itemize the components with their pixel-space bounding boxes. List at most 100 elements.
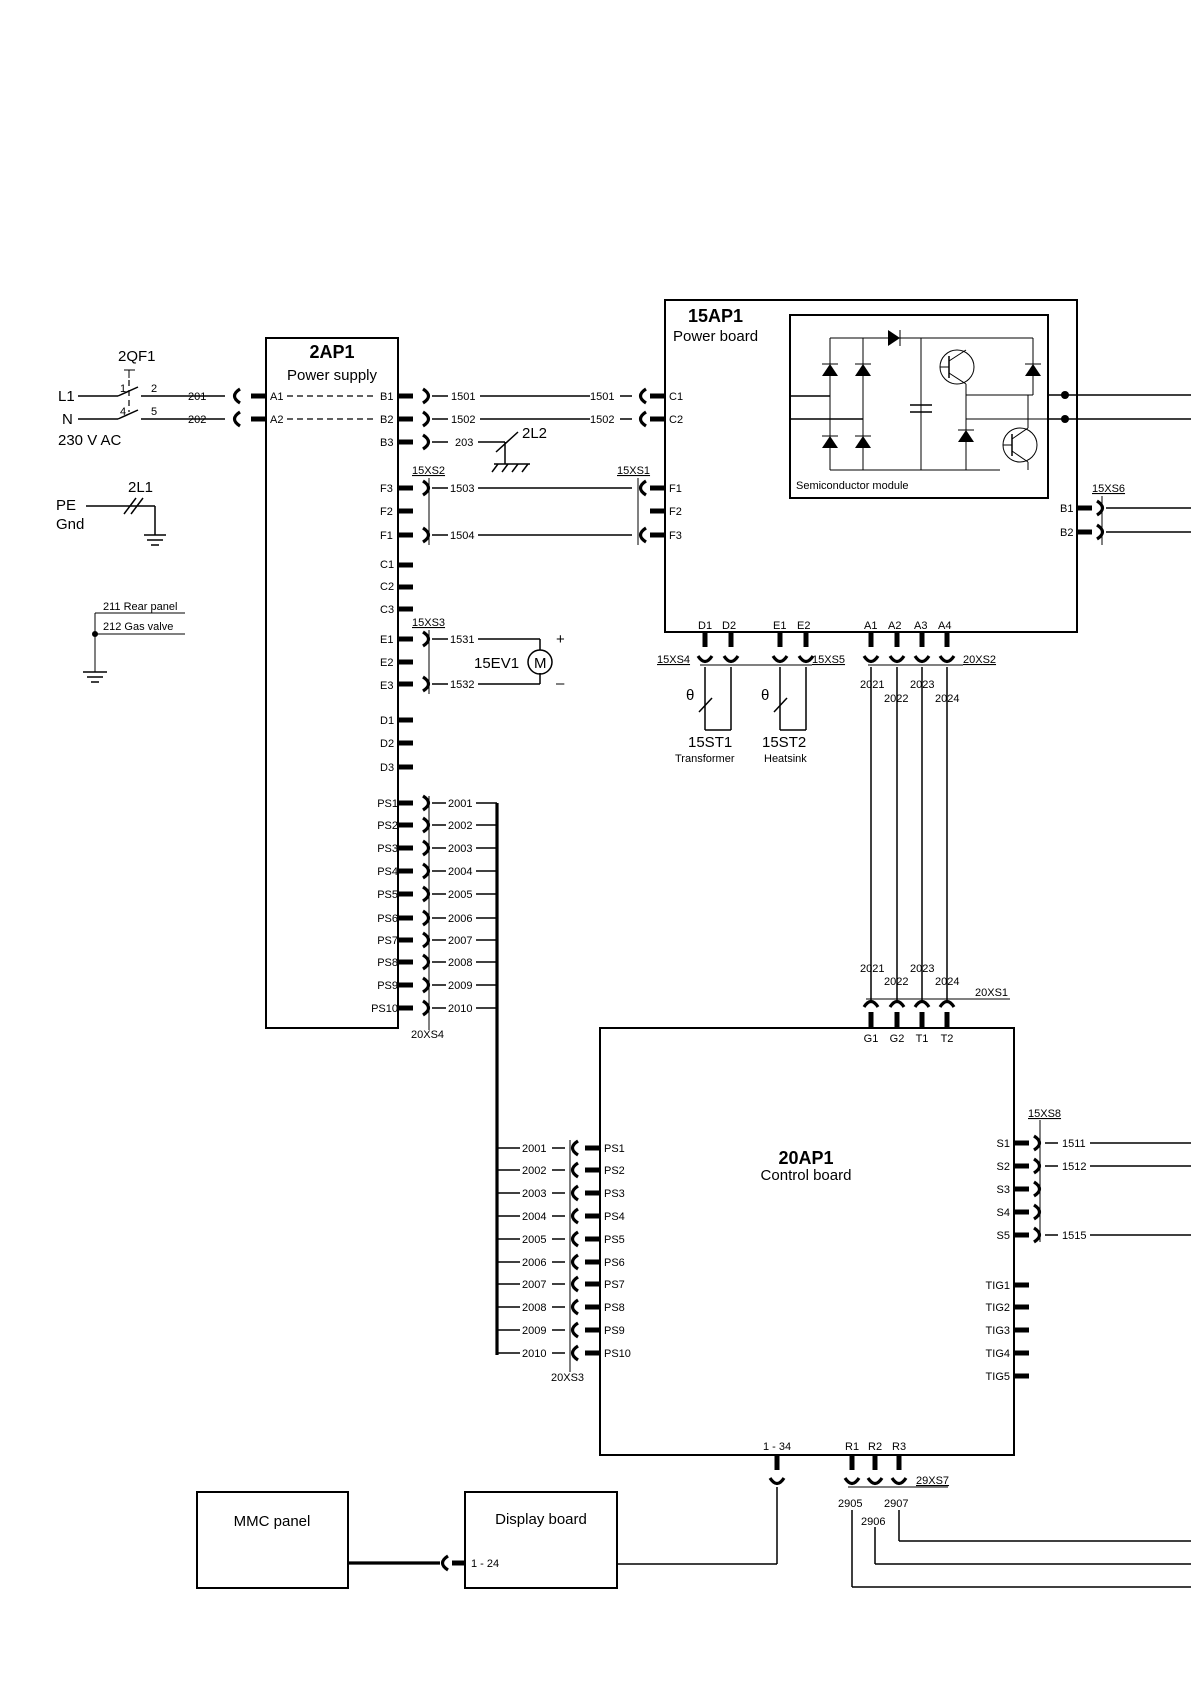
ps-pin-label: PS10: [371, 1003, 398, 1015]
pin-c1: C1: [669, 391, 683, 403]
semiconductor-module: [789, 314, 1049, 499]
control-plug: [570, 1344, 579, 1362]
pin-d1: D1: [698, 620, 712, 632]
ps-pin-label: PS9: [377, 980, 398, 992]
ps-wire-label: 2004: [448, 866, 472, 878]
thermostat-15st2: 15ST2: [762, 734, 806, 751]
control-s-plug: [1033, 1226, 1042, 1244]
wire-1501-left: 1501: [451, 391, 475, 403]
wire-1504: 1504: [450, 530, 474, 542]
wire-2907: 2907: [884, 1498, 908, 1510]
ps-pin-label: PS7: [377, 935, 398, 947]
control-s-pin: S1: [997, 1138, 1010, 1150]
pin-e1: E1: [773, 620, 786, 632]
plug-a2: [232, 410, 241, 428]
heatsink-label: Heatsink: [764, 753, 807, 765]
pin-b2: B2: [1060, 527, 1073, 539]
ps-plug: [422, 839, 431, 857]
pin-e3: E3: [380, 680, 393, 692]
ps-pin-label: PS1: [377, 798, 398, 810]
control-s-pin: S4: [997, 1207, 1010, 1219]
control-wire-label: 2008: [522, 1302, 546, 1314]
control-top-pin: G1: [864, 1033, 879, 1045]
pin-c3: C3: [380, 604, 394, 616]
wire-2022-bottom: 2022: [884, 976, 908, 988]
connector-20xs2: 20XS2: [963, 654, 996, 666]
control-s-plug: [1033, 1180, 1042, 1198]
connector-15xs5: 15XS5: [812, 654, 845, 666]
pin-r3: R3: [892, 1441, 906, 1453]
control-top-plug: [862, 999, 880, 1008]
connector-15xs1: 15XS1: [617, 465, 650, 477]
pin-b1: B1: [1060, 503, 1073, 515]
ps-wire-label: 2002: [448, 820, 472, 832]
wire-1511: 1511: [1062, 1138, 1086, 1150]
wire-2022-top: 2022: [884, 693, 908, 705]
connector-20xs1: 20XS1: [975, 987, 1008, 999]
connector-20xs4: 20XS4: [411, 1029, 444, 1041]
control-wire-label: 2003: [522, 1188, 546, 1200]
control-tig-pin: TIG3: [986, 1325, 1010, 1337]
connector-20xs3: 20XS3: [551, 1372, 584, 1384]
display-bus: 1 - 24: [471, 1558, 499, 1570]
bridge-rectifier: [822, 330, 1041, 471]
pin-a1: A1: [864, 620, 877, 632]
pin-e1: E1: [380, 634, 393, 646]
power-subtitle: Power board: [673, 328, 758, 345]
voltage-label: 230 V AC: [58, 432, 122, 449]
power-title: 15AP1: [688, 306, 743, 326]
wire-2021-top: 2021: [860, 679, 884, 691]
transformer-label: Transformer: [675, 753, 735, 765]
gnd-label: Gnd: [56, 516, 84, 533]
wire-2023-bottom: 2023: [910, 963, 934, 975]
ps-plug: [422, 909, 431, 927]
control-plug: [570, 1253, 579, 1271]
control-s-pin: S5: [997, 1230, 1010, 1242]
control-ps-pin: PS5: [604, 1234, 625, 1246]
pin-d2: D2: [722, 620, 736, 632]
ps-wire-label: 2007: [448, 935, 472, 947]
pin-e2: E2: [797, 620, 810, 632]
pin-c1: C1: [380, 559, 394, 571]
control-wire-label: 2010: [522, 1348, 546, 1360]
l1-label: L1: [58, 388, 75, 405]
pin-d2: D2: [380, 738, 394, 750]
wire-2906: 2906: [861, 1516, 885, 1528]
plus-sign: +: [556, 631, 565, 648]
wire-2024-bottom: 2024: [935, 976, 959, 988]
pin-a2: A2: [888, 620, 901, 632]
wire-1532: 1532: [450, 679, 474, 691]
n-label: N: [62, 411, 73, 428]
ps-pin-label: PS6: [377, 913, 398, 925]
pin-f3: F3: [669, 530, 682, 542]
control-top-pin: T2: [941, 1033, 954, 1045]
breaker-label: 2QF1: [118, 348, 156, 365]
control-ps-pin: PS9: [604, 1325, 625, 1337]
control-tig-pin: TIG1: [986, 1280, 1010, 1292]
pin-c2: C2: [380, 581, 394, 593]
pin-f1: F1: [380, 530, 393, 542]
control-tig-pin: TIG2: [986, 1302, 1010, 1314]
control-s-plug: [1033, 1134, 1042, 1152]
choke-2l2: 2L2: [522, 425, 547, 442]
control-ps-pin: PS2: [604, 1165, 625, 1177]
pin-a1: A1: [270, 391, 283, 403]
rear-panel-label: 211 Rear panel: [103, 601, 177, 613]
display-label: Display board: [495, 1511, 587, 1528]
connector-29xs7: 29XS7: [916, 1475, 949, 1487]
connector-15xs8: 15XS8: [1028, 1108, 1061, 1120]
control-ps-pin: PS1: [604, 1143, 625, 1155]
ps-plug: [422, 885, 431, 903]
control-wire-label: 2009: [522, 1325, 546, 1337]
pin-r1: R1: [845, 1441, 859, 1453]
ps-plug: [422, 862, 431, 880]
control-s-pin: S2: [997, 1161, 1010, 1173]
ps-plug: [422, 953, 431, 971]
control-top-pin: G2: [890, 1033, 905, 1045]
control-plug: [570, 1139, 579, 1157]
control-ps-pin: PS7: [604, 1279, 625, 1291]
wire-201: 201: [188, 391, 206, 403]
ps-wire-label: 2006: [448, 913, 472, 925]
control-plug: [570, 1207, 579, 1225]
